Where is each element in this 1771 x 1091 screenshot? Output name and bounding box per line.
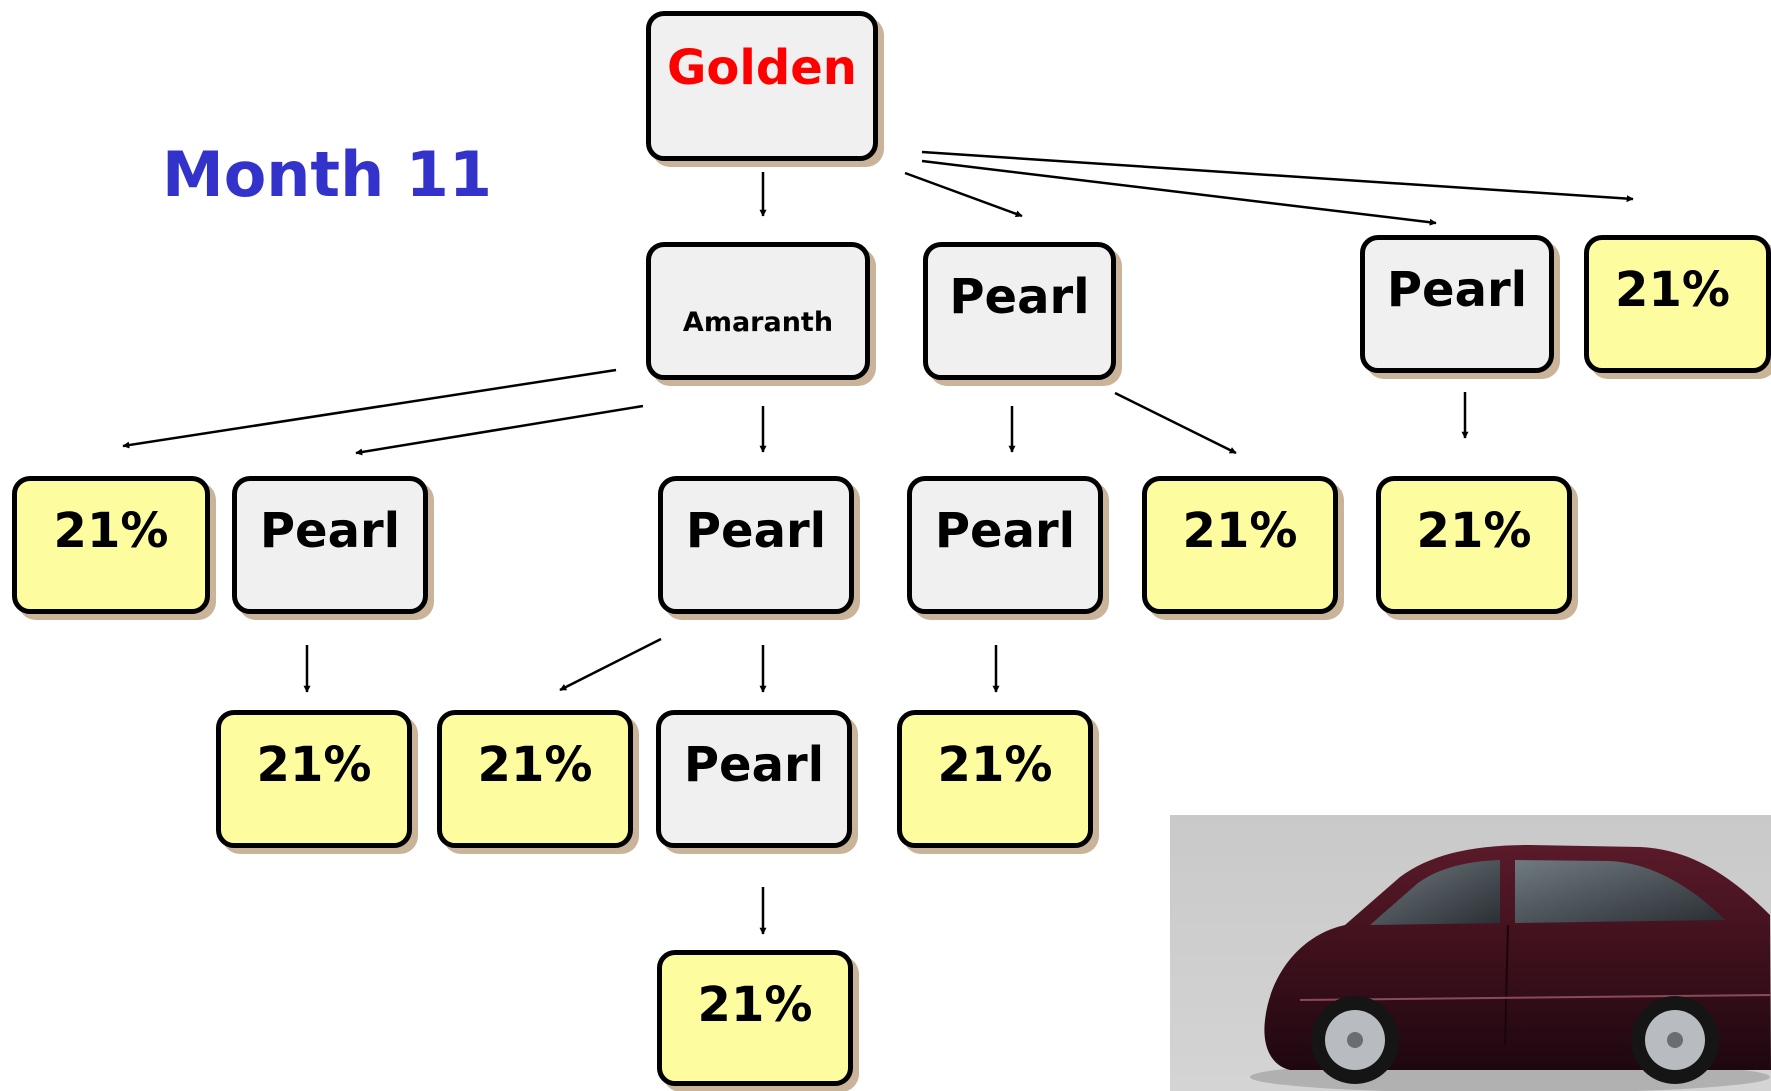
car-window-front bbox=[1515, 860, 1725, 923]
node-pct-r3-c: 21% bbox=[897, 710, 1093, 848]
car-window-rear bbox=[1370, 860, 1500, 925]
car-door-seam bbox=[1504, 924, 1509, 1046]
arrow-golden-to-pearl-r1-b bbox=[921, 159, 1437, 226]
node-pearl-r2-a: Pearl bbox=[232, 476, 428, 614]
node-pct-r3-b-label: 21% bbox=[477, 737, 593, 793]
car-front-wheel bbox=[1631, 996, 1719, 1084]
node-golden: Golden bbox=[646, 11, 878, 161]
node-pct-r1: 21% bbox=[1584, 235, 1771, 373]
arrow-pearl-r2-b-to-pct-r3-b bbox=[559, 637, 662, 692]
node-pct-r3-a-label: 21% bbox=[256, 737, 372, 793]
node-pearl-r1-b-label: Pearl bbox=[1386, 262, 1528, 318]
node-pct-r4: 21% bbox=[657, 950, 853, 1086]
arrow-pearl-r1-a-to-pct-r2-b bbox=[1114, 391, 1237, 455]
node-pct-r2-b: 21% bbox=[1142, 476, 1338, 614]
node-pearl-r3: Pearl bbox=[656, 710, 852, 848]
node-pearl-r1-a: Pearl bbox=[923, 242, 1116, 380]
arrow-golden-to-pearl-r1-a bbox=[904, 171, 1023, 218]
node-pct-r3-a: 21% bbox=[216, 710, 412, 848]
node-pearl-r2-b-label: Pearl bbox=[685, 503, 827, 559]
node-pearl-r1-b: Pearl bbox=[1360, 235, 1554, 373]
node-pearl-r2-c: Pearl bbox=[907, 476, 1103, 614]
node-pct-r2-c: 21% bbox=[1376, 476, 1572, 614]
node-golden-label: Golden bbox=[667, 40, 857, 96]
node-pct-r3-c-label: 21% bbox=[937, 737, 1053, 793]
car-illustration bbox=[1250, 845, 1771, 1091]
node-amaranth: Amaranth bbox=[646, 242, 870, 380]
node-pct-r2-a: 21% bbox=[12, 476, 210, 614]
diagram-title: Month 11 bbox=[162, 138, 493, 211]
car-side-trim bbox=[1299, 994, 1771, 1001]
node-pct-r3-b: 21% bbox=[437, 710, 633, 848]
arrow-amaranth-to-pearl-r2-a bbox=[355, 404, 644, 456]
node-pearl-r2-c-label: Pearl bbox=[934, 503, 1076, 559]
node-pct-r2-a-label: 21% bbox=[53, 503, 169, 559]
node-pct-r2-b-label: 21% bbox=[1182, 503, 1298, 559]
car-photo bbox=[1170, 815, 1771, 1091]
node-pearl-r3-label: Pearl bbox=[683, 737, 825, 793]
node-pearl-r2-a-label: Pearl bbox=[259, 503, 401, 559]
node-pct-r4-label: 21% bbox=[697, 977, 813, 1033]
node-pearl-r2-b: Pearl bbox=[658, 476, 854, 614]
node-amaranth-label: Amaranth bbox=[682, 306, 834, 338]
node-pearl-r1-a-label: Pearl bbox=[949, 269, 1090, 325]
car-rear-wheel bbox=[1311, 996, 1399, 1084]
node-pct-r1-label: 21% bbox=[1615, 262, 1730, 318]
arrow-golden-to-pct-r1 bbox=[921, 150, 1634, 203]
node-pct-r2-c-label: 21% bbox=[1416, 503, 1532, 559]
arrow-amaranth-to-pct-r2-a bbox=[122, 368, 617, 449]
